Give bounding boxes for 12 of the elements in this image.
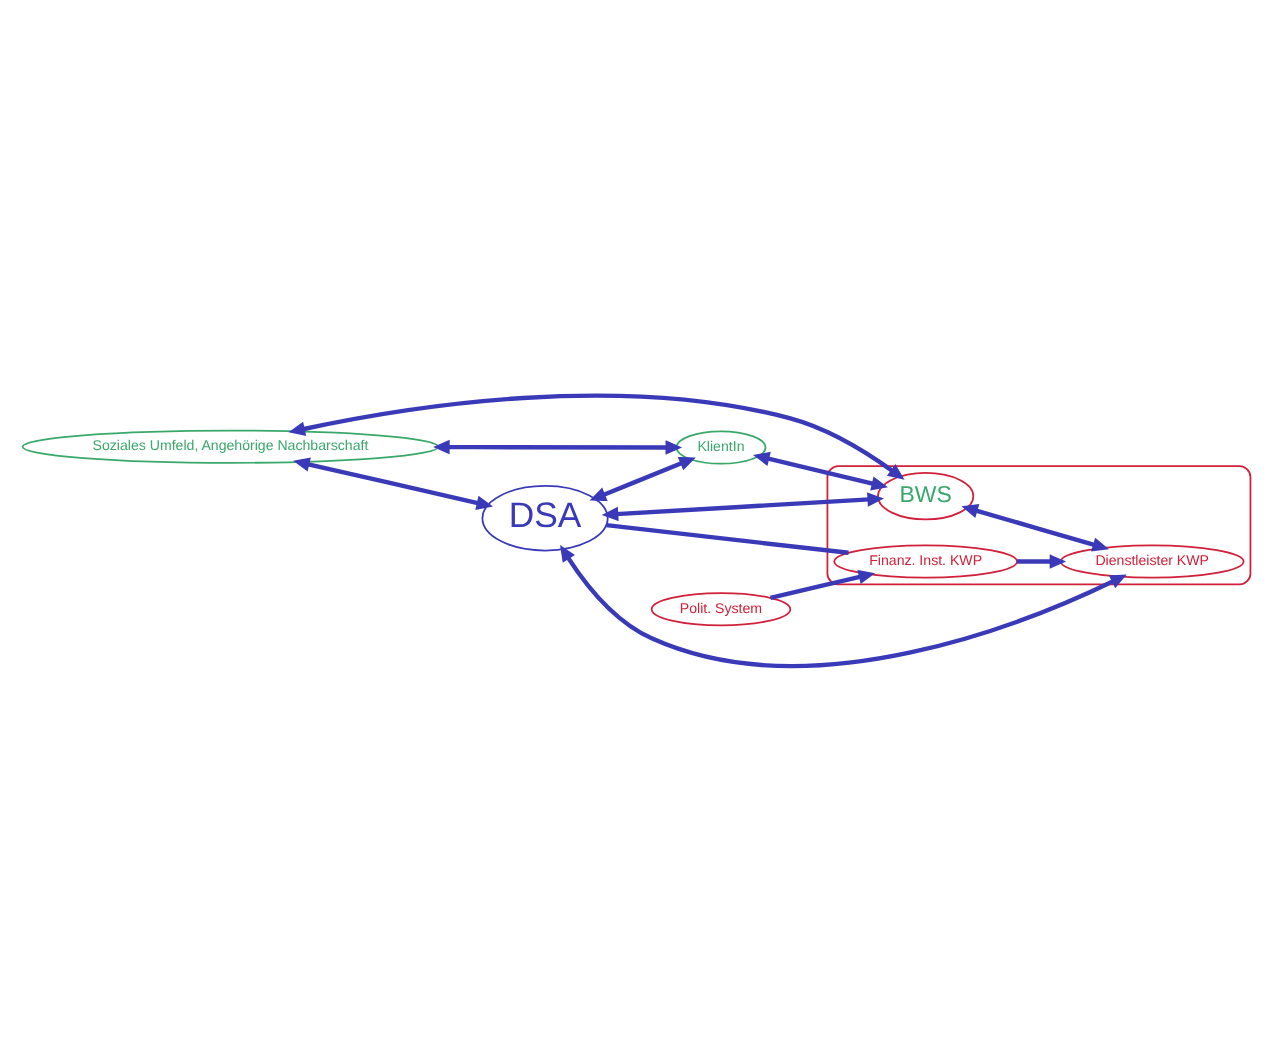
arrow <box>769 569 876 600</box>
arrow <box>753 451 888 491</box>
arrow <box>961 503 1109 552</box>
arrow <box>433 439 683 455</box>
connector <box>606 522 849 555</box>
arrow <box>560 544 1127 668</box>
arrow <box>293 457 493 510</box>
node-ellipse: BWS <box>877 472 975 521</box>
arrow <box>1017 554 1067 569</box>
arrow <box>288 393 905 480</box>
arrow <box>601 492 884 522</box>
arrow <box>589 456 696 501</box>
